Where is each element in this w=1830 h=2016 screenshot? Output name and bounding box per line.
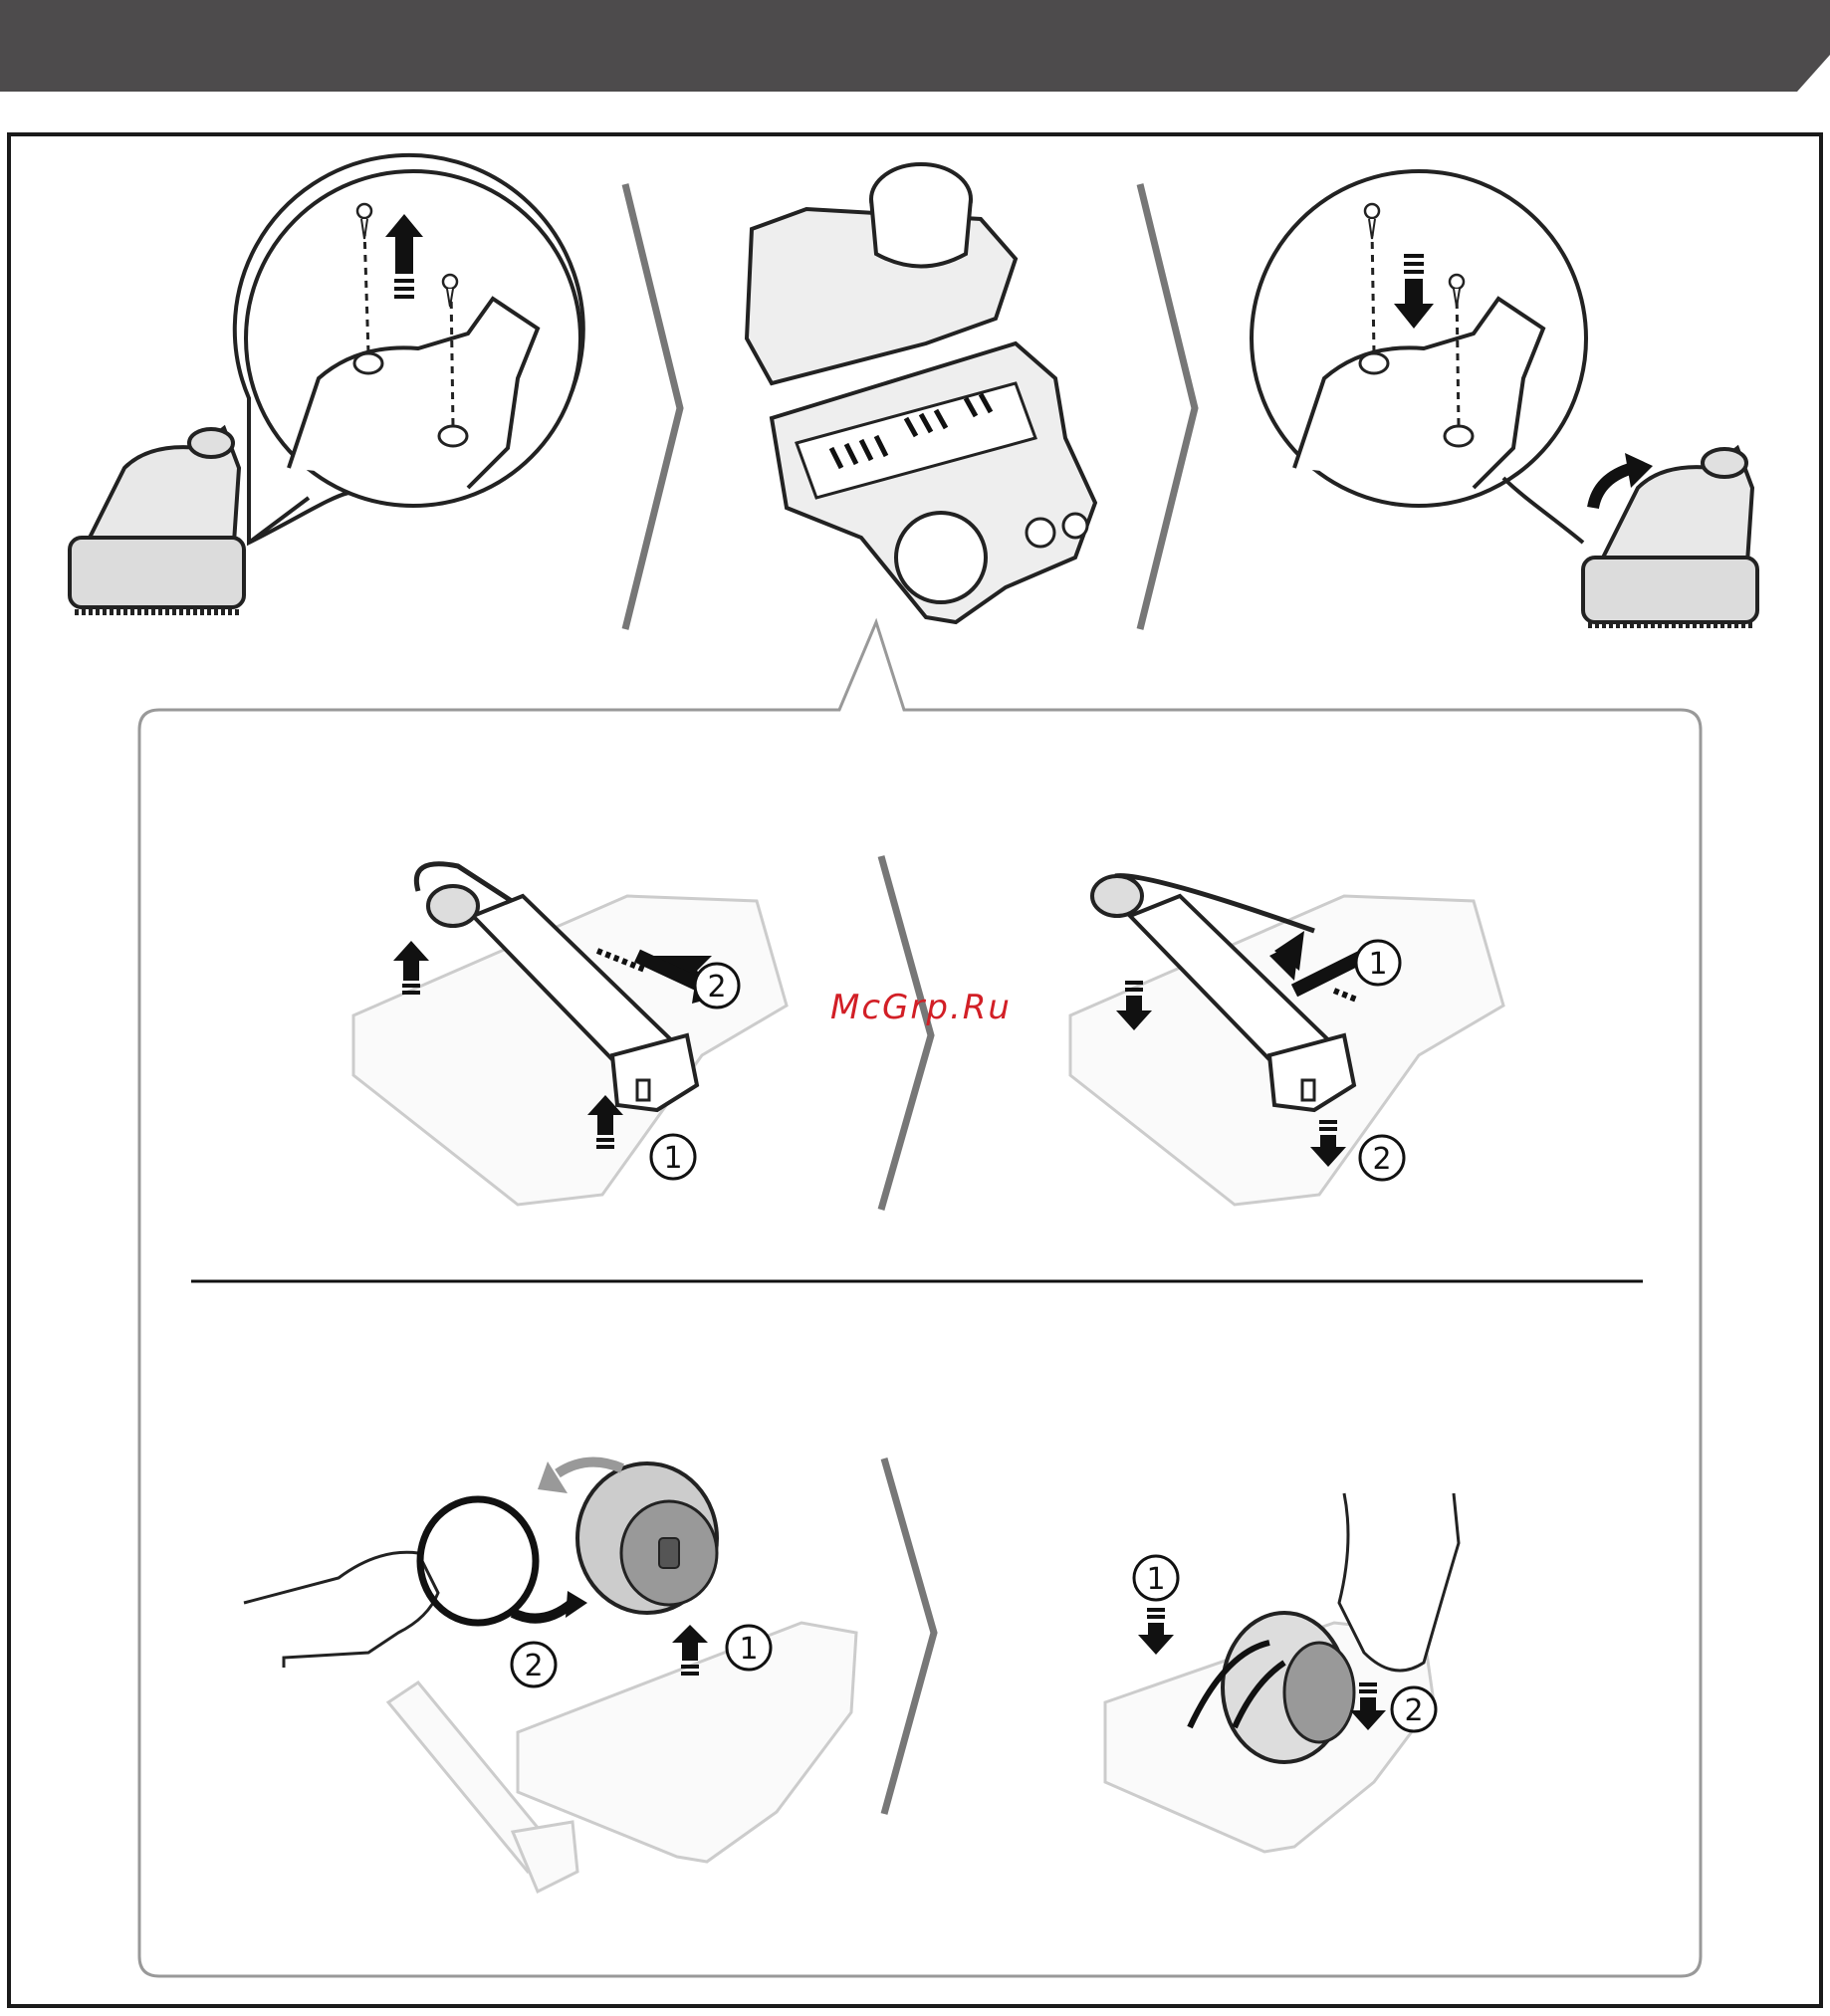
step-number: 2 — [524, 1649, 543, 1683]
step-number: 1 — [663, 1141, 682, 1176]
step-number: 1 — [1368, 947, 1387, 982]
watermark: McGrp.Ru — [830, 988, 1012, 1027]
chevron-right-icon — [625, 184, 680, 629]
step-number: 1 — [739, 1632, 758, 1667]
fan-turbine — [577, 1463, 717, 1613]
step-number: 2 — [1404, 1693, 1423, 1728]
screw-hole-icon — [354, 353, 382, 373]
detail-panel — [139, 622, 1701, 1976]
screw-hole-icon — [1360, 353, 1388, 373]
screw-hole-icon — [439, 426, 467, 446]
screw-hole-icon — [1445, 426, 1473, 446]
step-number: 1 — [1146, 1562, 1165, 1597]
step-number: 2 — [1372, 1142, 1391, 1177]
chevron-right-icon — [1140, 184, 1195, 629]
header-bar — [0, 0, 1830, 92]
turbo-brush-nozzle — [70, 428, 244, 612]
top-step-3-reassemble — [1252, 171, 1757, 625]
top-step-2-open-housing — [747, 164, 1095, 622]
step-number: 2 — [707, 970, 726, 1005]
top-step-1-disassemble — [70, 155, 583, 612]
